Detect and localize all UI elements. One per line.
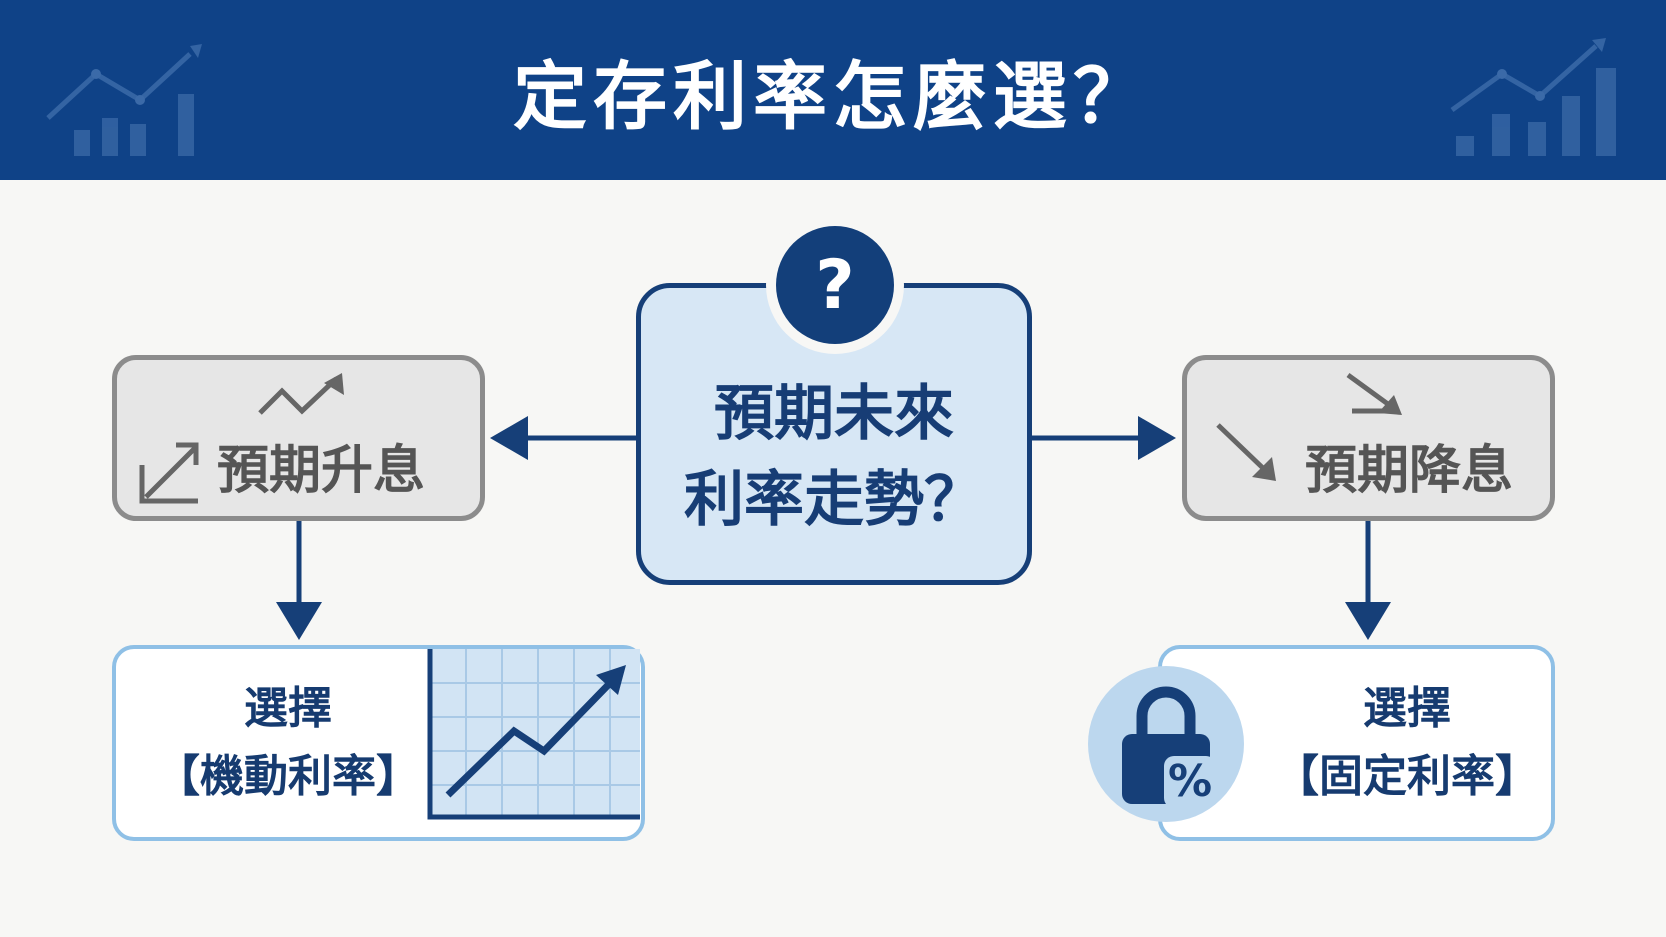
arrow-head-left: [490, 416, 528, 460]
arrow-trend-up-icon: [139, 373, 344, 504]
result-text-fixed: 選擇 【固定利率】: [1262, 675, 1552, 811]
decision-line-2: 利率走勢？: [684, 465, 984, 535]
header-banner: [0, 0, 1666, 180]
page-title: 定存利率怎麼選？: [513, 53, 1153, 140]
result-line-2: 【固定利率】: [1275, 751, 1539, 802]
arrow-trend-down-icon: [1216, 372, 1402, 481]
result-text-floating: 選擇 【機動利率】: [138, 675, 438, 811]
condition-box-rate-cut: 預期降息: [1182, 355, 1555, 521]
condition-box-rate-hike: 預期升息: [112, 355, 485, 521]
arrow-head-left-down: [276, 602, 322, 640]
decision-box: 預期未來 利率走勢？: [636, 283, 1032, 585]
condition-label-rate-cut: 預期降息: [1305, 441, 1514, 501]
result-line-1: 選擇: [244, 683, 332, 734]
lock-percent-symbol: %: [1168, 756, 1212, 807]
header-left-chart-icon: [46, 44, 202, 156]
result-box-floating-rate: 選擇 【機動利率】: [112, 645, 645, 841]
arrow-head-right-down: [1345, 602, 1391, 640]
header-right-chart-icon: [1450, 38, 1616, 156]
lock-percent-icon: %: [1088, 666, 1244, 822]
condition-label-rate-hike: 預期升息: [217, 441, 426, 501]
result-line-1: 選擇: [1363, 683, 1451, 734]
result-line-2: 【機動利率】: [156, 751, 420, 802]
question-icon: ?: [776, 226, 894, 344]
decision-line-1: 預期未來: [714, 379, 954, 449]
rising-line-chart-icon: [427, 649, 640, 820]
arrow-head-right: [1138, 416, 1176, 460]
